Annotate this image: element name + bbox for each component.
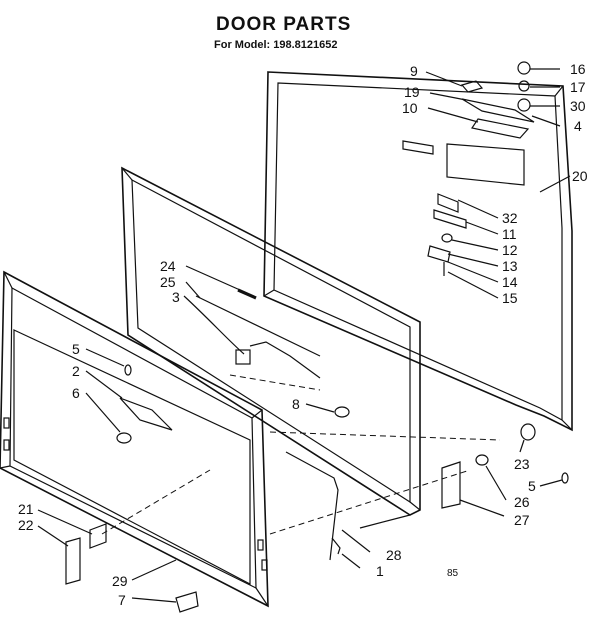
label-part-13: 13 — [502, 258, 518, 274]
label-part-32: 32 — [502, 210, 518, 226]
label-part-5a: 5 — [72, 341, 80, 357]
model-subtitle: For Model: 198.8121652 — [214, 39, 338, 51]
label-part-28: 28 — [386, 547, 402, 563]
latch-parts — [65, 288, 569, 613]
label-part-25: 25 — [160, 274, 176, 290]
label-part-30: 30 — [570, 98, 586, 114]
label-part-19: 19 — [404, 84, 420, 100]
label-part-29: 29 — [112, 573, 128, 589]
diagram-code: 85 — [447, 568, 459, 579]
label-part-12: 12 — [502, 242, 518, 258]
label-part-21: 21 — [18, 501, 34, 517]
label-part-5b: 5 — [528, 478, 536, 494]
label-part-3: 3 — [172, 289, 180, 305]
label-part-27: 27 — [514, 512, 530, 528]
middle-door-frame — [121, 166, 421, 516]
label-part-2: 2 — [72, 363, 80, 379]
label-part-17: 17 — [570, 79, 586, 95]
inner-door-liner — [0, 270, 269, 608]
diagram-title: DOOR PARTS — [216, 14, 352, 35]
part-labels: 9 19 10 16 17 30 4 20 32 11 12 13 14 15 … — [18, 61, 588, 608]
label-part-14: 14 — [502, 274, 518, 290]
assembly-lines — [101, 374, 501, 535]
label-part-1: 1 — [376, 563, 384, 579]
label-part-7: 7 — [118, 592, 126, 608]
label-part-11: 11 — [502, 226, 517, 242]
outer-door-panel — [263, 71, 573, 432]
label-part-26: 26 — [514, 494, 530, 510]
label-part-8: 8 — [292, 396, 300, 412]
label-part-16: 16 — [570, 61, 586, 77]
label-part-4: 4 — [574, 118, 582, 134]
label-part-10: 10 — [402, 100, 418, 116]
leader-lines — [37, 68, 571, 603]
label-part-24: 24 — [160, 258, 176, 274]
label-part-15: 15 — [502, 290, 518, 306]
label-part-6: 6 — [72, 385, 80, 401]
label-part-9: 9 — [410, 63, 418, 79]
label-part-23: 23 — [514, 456, 530, 472]
label-part-22: 22 — [18, 517, 34, 533]
label-part-20: 20 — [572, 168, 588, 184]
